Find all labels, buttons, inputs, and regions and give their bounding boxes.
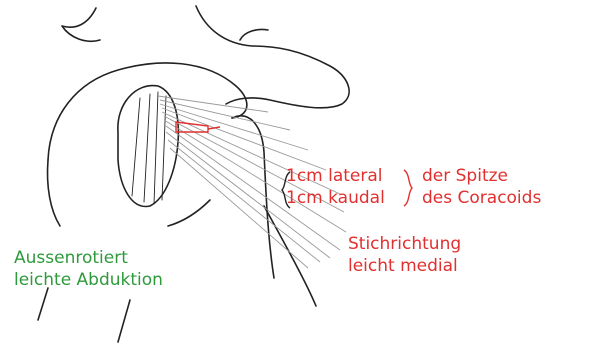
needle-medial-label: leicht medial: [348, 256, 458, 276]
humeral-head-outline: [118, 86, 179, 207]
abduction-label: leichte Abduktion: [14, 270, 163, 290]
upper-outline-stroke: [62, 8, 100, 41]
lower-left-stroke: [38, 288, 48, 320]
coracoid-tip-label: der Spitze: [422, 166, 508, 186]
lower-middle-stroke: [118, 300, 130, 342]
caudal-offset-label: 1cm kaudal: [286, 188, 385, 208]
lateral-offset-label: 1cm lateral: [286, 166, 383, 186]
acromion-outline: [240, 29, 268, 40]
rotation-label: Aussenrotiert: [14, 248, 128, 268]
humeral-head-hatching: [132, 92, 166, 204]
brace-right: [404, 170, 412, 206]
coracoid-label: des Coracoids: [422, 188, 541, 208]
clavicle-outline: [196, 6, 349, 108]
chest-outline: [168, 200, 210, 226]
arm-left-outline: [48, 160, 61, 226]
needle-direction-label: Stichrichtung: [348, 234, 461, 254]
